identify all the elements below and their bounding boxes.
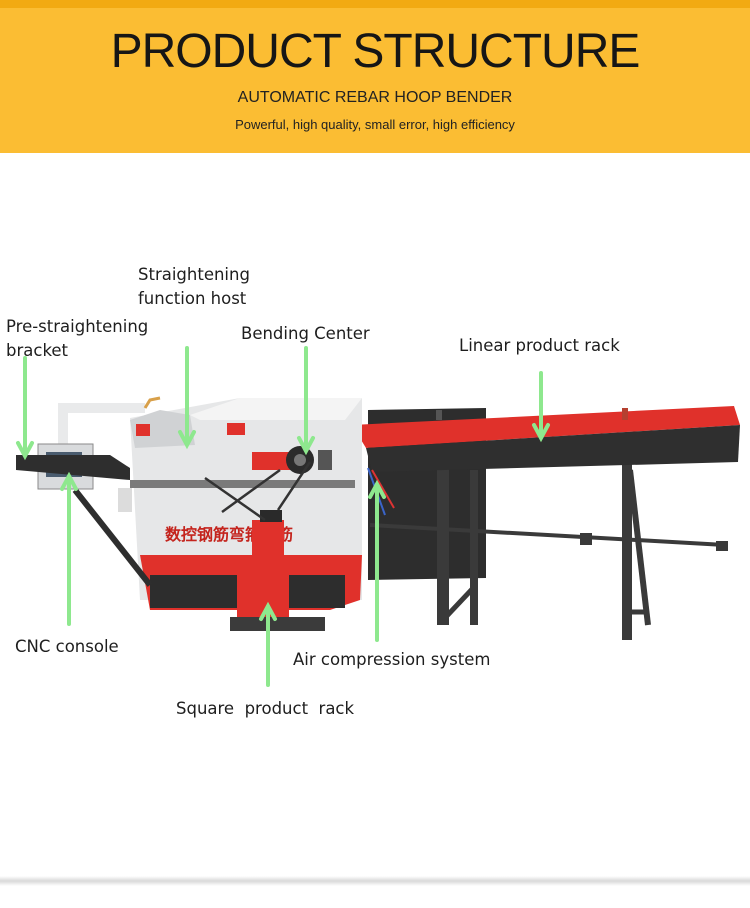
host-red-panel — [136, 424, 150, 436]
rack-beam-1 — [369, 523, 726, 547]
arrow-square-head — [259, 601, 277, 621]
host-seam — [130, 480, 355, 488]
rack-leg-left-b — [470, 470, 478, 625]
bracket-pipe — [58, 403, 145, 455]
arrow-straightening-head — [178, 430, 196, 450]
arrow-bracket-head — [16, 441, 34, 461]
rack-beam-block — [580, 533, 592, 545]
label-air-compression-system: Air compression system — [293, 650, 491, 669]
page-title: PRODUCT STRUCTURE — [110, 25, 641, 78]
rack-leg-right — [622, 460, 632, 640]
bending-head-red — [252, 452, 292, 470]
page-subtitle: AUTOMATIC REBAR HOOP BENDER — [237, 89, 513, 106]
arrow-cnc-head — [60, 471, 78, 491]
bending-block — [318, 450, 332, 470]
feed-guard — [118, 488, 132, 512]
feed-frame — [16, 455, 130, 480]
feed-support — [72, 488, 153, 587]
rack-leg-left — [437, 455, 449, 625]
arrow-linear-rack-head — [532, 423, 550, 443]
air-hose-2 — [371, 469, 395, 509]
header-top-strip — [0, 0, 750, 8]
linear-rack-rail-under — [366, 425, 740, 472]
page-tagline: Powerful, high quality, small error, hig… — [235, 117, 515, 132]
label-pre-straightening-bracket: Pre-straightening bracket — [6, 317, 149, 360]
rack-leg-right-b — [627, 469, 651, 626]
square-rack-box — [237, 572, 289, 617]
label-straightening-host: Straightening function host — [138, 265, 250, 308]
arrow-air-head — [368, 479, 386, 499]
square-rack-pillar — [252, 520, 284, 580]
host-top — [190, 398, 362, 420]
callout-arrows — [16, 346, 550, 687]
bending-disc-center — [294, 454, 306, 466]
bracket-hose — [143, 396, 161, 409]
host-red-badge — [227, 423, 245, 435]
label-cnc-console: CNC console — [15, 637, 119, 656]
guide-rod-3 — [276, 461, 312, 511]
arrow-bending-head — [297, 436, 315, 456]
rack-beam-end — [716, 541, 728, 551]
rack-rod-2 — [622, 408, 628, 420]
rack-brace-left — [441, 583, 478, 622]
guide-rod-1 — [204, 476, 266, 522]
label-bending-center: Bending Center — [241, 324, 370, 343]
footer-divider — [0, 876, 750, 886]
label-square-product-rack: Square product rack — [176, 699, 355, 718]
label-linear-product-rack: Linear product rack — [459, 336, 620, 355]
square-rack-base — [230, 617, 325, 631]
host-hood — [130, 410, 195, 448]
rack-rod — [436, 410, 442, 420]
header-banner: PRODUCT STRUCTURE AUTOMATIC REBAR HOOP B… — [0, 0, 750, 153]
guide-rod-2 — [221, 468, 281, 514]
